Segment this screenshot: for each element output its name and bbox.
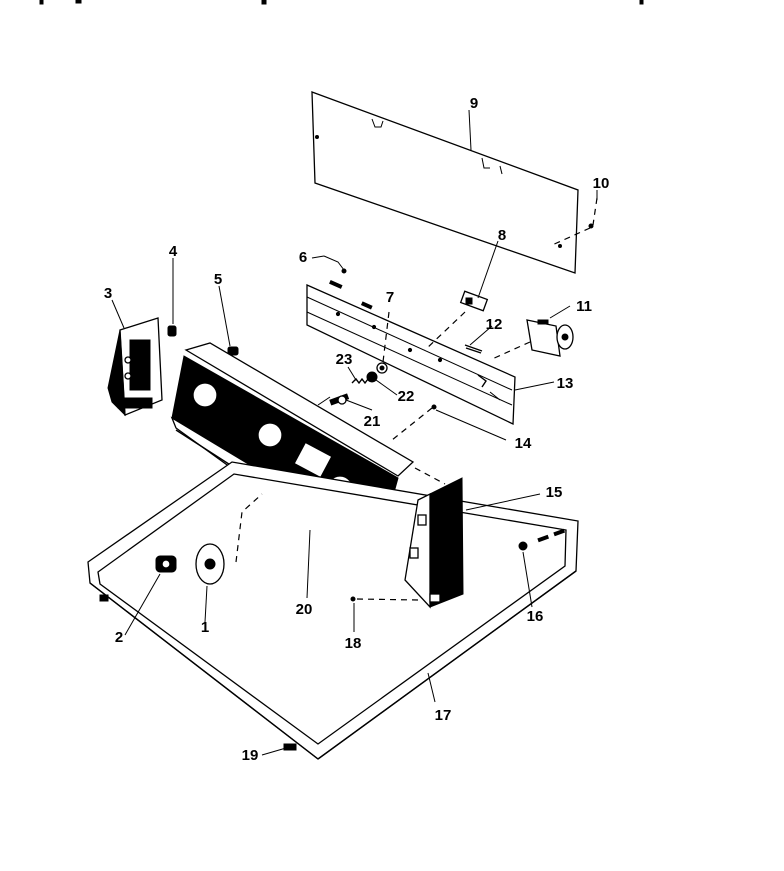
part-17-top-cover <box>87 461 579 760</box>
part-8-switch <box>424 290 489 351</box>
callout-20: 20 <box>296 601 313 618</box>
part-23-spring <box>351 377 369 385</box>
top-edge-marks <box>39 0 644 5</box>
part-1-dial <box>195 493 263 585</box>
callout-5: 5 <box>214 271 222 288</box>
part-6-clip <box>323 255 347 274</box>
part-13-control-bracket <box>306 279 516 426</box>
callout-6: 6 <box>299 249 307 266</box>
part-19-foot <box>283 743 297 751</box>
part-3-left-end-cap <box>107 317 163 417</box>
part-5-clip <box>227 346 239 356</box>
callout-17: 17 <box>435 707 452 724</box>
leader-lines <box>111 109 598 756</box>
callout-21: 21 <box>364 413 381 430</box>
part-14-screw <box>391 404 437 441</box>
part-2-knob <box>155 555 177 573</box>
part-12-screw <box>464 344 483 354</box>
callout-11: 11 <box>576 298 592 315</box>
callout-23: 23 <box>336 351 353 368</box>
callout-12: 12 <box>486 316 503 333</box>
part-11-timer-motor <box>489 319 574 361</box>
part-22-washer <box>366 371 378 383</box>
part-4-clip <box>167 325 177 337</box>
callout-18: 18 <box>345 635 362 652</box>
part-21-shaft <box>317 393 350 406</box>
part-10-screw <box>549 197 598 247</box>
callout-8: 8 <box>498 227 506 244</box>
callout-22: 22 <box>398 388 415 405</box>
part-7-nut <box>376 311 390 374</box>
callout-19: 19 <box>242 747 259 764</box>
callout-labels: 1 2 3 4 5 6 7 8 9 10 11 12 13 14 15 16 1… <box>104 95 610 764</box>
callout-3: 3 <box>104 285 112 302</box>
callout-14: 14 <box>515 435 532 452</box>
callout-4: 4 <box>169 243 178 260</box>
part-18-screw <box>350 596 419 602</box>
callout-16: 16 <box>527 608 544 625</box>
callout-7: 7 <box>386 289 394 306</box>
callout-2: 2 <box>115 629 123 646</box>
callout-10: 10 <box>593 175 610 192</box>
part-9-rear-panel <box>311 91 579 274</box>
callout-9: 9 <box>470 95 478 112</box>
callout-13: 13 <box>557 375 574 392</box>
part-15-right-end-cap <box>404 467 464 609</box>
callout-1: 1 <box>201 619 209 636</box>
callout-15: 15 <box>546 484 563 501</box>
